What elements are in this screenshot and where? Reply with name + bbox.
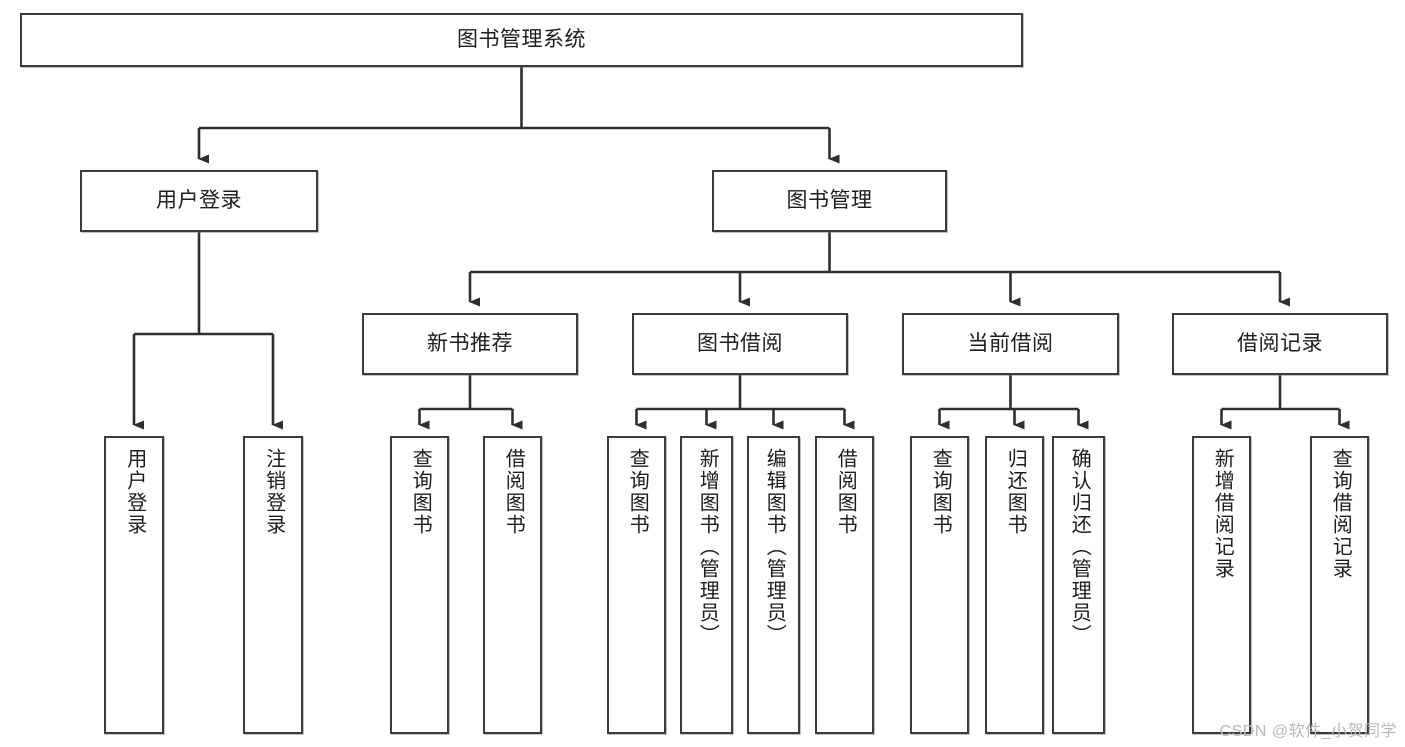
node-label-book-borrow: 图书借阅 — [697, 331, 783, 355]
node-leaf-add-book[interactable]: 新增图书（管理员） — [680, 436, 733, 734]
node-leaf-query-book-rec[interactable]: 查询图书 — [390, 436, 449, 734]
node-label-root: 图书管理系统 — [457, 27, 586, 51]
node-label-user-login: 用户登录 — [156, 188, 242, 212]
node-leaf-return-book[interactable]: 归还图书 — [985, 436, 1044, 734]
node-label-leaf-borrow-book-rec: 借阅图书 — [502, 448, 525, 536]
node-leaf-edit-book[interactable]: 编辑图书（管理员） — [747, 436, 800, 734]
node-label-leaf-add-book: 新增图书（管理员） — [696, 448, 719, 646]
node-label-new-book-rec: 新书推荐 — [427, 331, 513, 355]
node-label-leaf-borrow-book-brw: 借阅图书 — [834, 448, 857, 536]
node-root[interactable]: 图书管理系统 — [20, 13, 1023, 67]
node-book-borrow[interactable]: 图书借阅 — [632, 313, 848, 375]
node-leaf-user-login[interactable]: 用户登录 — [104, 436, 164, 734]
node-label-current-borrow: 当前借阅 — [967, 331, 1054, 355]
node-label-leaf-add-record: 新增借阅记录 — [1211, 448, 1234, 580]
node-label-leaf-edit-book: 编辑图书（管理员） — [763, 448, 786, 646]
node-leaf-query-record[interactable]: 查询借阅记录 — [1310, 436, 1369, 734]
node-label-leaf-return-book: 归还图书 — [1004, 448, 1027, 536]
node-current-borrow[interactable]: 当前借阅 — [902, 313, 1119, 375]
node-leaf-borrow-book-brw[interactable]: 借阅图书 — [815, 436, 874, 734]
node-label-leaf-confirm-return: 确认归还（管理员） — [1068, 448, 1091, 646]
node-new-book-rec[interactable]: 新书推荐 — [362, 313, 578, 375]
node-borrow-record[interactable]: 借阅记录 — [1172, 313, 1388, 375]
node-leaf-confirm-return[interactable]: 确认归还（管理员） — [1052, 436, 1105, 734]
node-label-leaf-query-book-brw: 查询图书 — [626, 448, 649, 536]
node-label-leaf-query-book-rec: 查询图书 — [409, 448, 432, 536]
node-leaf-add-record[interactable]: 新增借阅记录 — [1192, 436, 1251, 734]
node-leaf-logout[interactable]: 注销登录 — [243, 436, 303, 734]
node-leaf-borrow-book-rec[interactable]: 借阅图书 — [483, 436, 542, 734]
watermark-label: CSDN @软件_小贺同学 — [1219, 723, 1397, 740]
node-book-manage[interactable]: 图书管理 — [712, 170, 947, 232]
node-label-leaf-user-login: 用户登录 — [123, 448, 146, 536]
node-leaf-query-book-brw[interactable]: 查询图书 — [607, 436, 666, 734]
node-label-leaf-query-record: 查询借阅记录 — [1329, 448, 1352, 580]
node-leaf-query-book-cur[interactable]: 查询图书 — [910, 436, 969, 734]
node-label-book-manage: 图书管理 — [786, 188, 873, 212]
node-label-leaf-query-book-cur: 查询图书 — [929, 448, 952, 536]
node-label-borrow-record: 借阅记录 — [1237, 331, 1323, 355]
node-label-leaf-logout: 注销登录 — [262, 448, 285, 536]
node-user-login[interactable]: 用户登录 — [80, 170, 318, 232]
